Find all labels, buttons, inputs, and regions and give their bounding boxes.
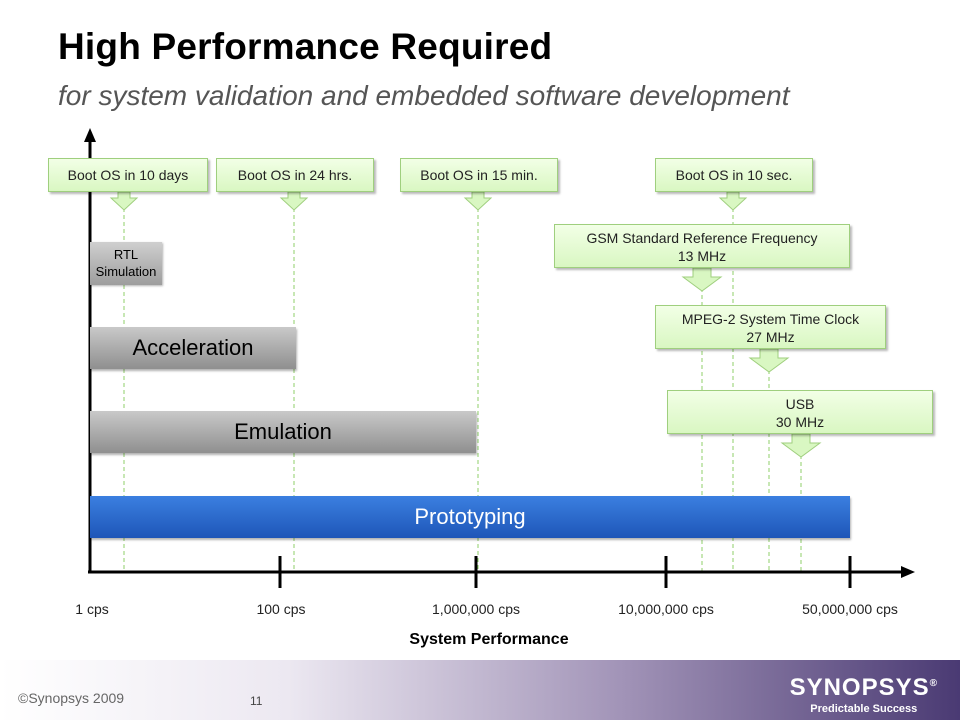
tick-label-50000000-cps: 50,000,000 cps	[802, 601, 898, 617]
freq-arrow-13-mhz	[681, 267, 723, 292]
emulation-bar: Emulation	[90, 411, 476, 453]
freq-arrow-30-mhz	[780, 433, 822, 458]
callout-boot-24-hrs: Boot OS in 24 hrs.	[216, 158, 374, 192]
copyright-text: ©Synopsys 2009	[18, 690, 125, 706]
callout-boot-10-sec: Boot OS in 10 sec.	[655, 158, 813, 192]
logo-wordmark: SYNOPSYS	[789, 674, 930, 701]
synopsys-logo: SYNOPSYS® Predictable Success	[789, 672, 938, 716]
freq-value: 13 MHz	[677, 248, 727, 264]
tick-label-10000000-cps: 10,000,000 cps	[618, 601, 714, 617]
slide-subtitle: for system validation and embedded softw…	[58, 80, 790, 111]
freq-usb-30-mhz: USB 30 MHz	[667, 390, 933, 434]
callout-boot-15-min: Boot OS in 15 min.	[400, 158, 558, 192]
rtl-simulation-bar: RTL Simulation	[90, 242, 162, 285]
logo-registered-mark: ®	[929, 678, 938, 689]
prototyping-label: Prototyping	[414, 504, 526, 529]
diagram-lines	[84, 128, 915, 588]
freq-value: 27 MHz	[746, 329, 795, 345]
x-axis-arrow	[901, 566, 915, 578]
acceleration-bar: Acceleration	[90, 327, 296, 369]
rtl-label-line2: Simulation	[95, 264, 157, 279]
tick-label-100-cps: 100 cps	[256, 601, 306, 617]
callout-label: Boot OS in 24 hrs.	[237, 167, 353, 183]
freq-gsm-13-mhz: GSM Standard Reference Frequency 13 MHz	[554, 224, 850, 268]
callout-label: Boot OS in 15 min.	[420, 167, 538, 183]
freq-name: MPEG-2 System Time Clock	[681, 311, 860, 327]
y-axis-arrow	[84, 128, 96, 142]
callout-boot-10-days: Boot OS in 10 days	[48, 158, 208, 192]
logo-tagline: Predictable Success	[810, 703, 918, 715]
x-axis-label: System Performance	[409, 631, 569, 648]
callout-arrow-24-hrs	[279, 191, 309, 211]
emulation-label: Emulation	[234, 419, 332, 444]
freq-mpeg2-27-mhz: MPEG-2 System Time Clock 27 MHz	[655, 305, 886, 349]
freq-arrow-27-mhz	[748, 348, 790, 373]
acceleration-label: Acceleration	[132, 335, 254, 360]
tick-label-1000000-cps: 1,000,000 cps	[432, 601, 520, 617]
freq-value: 30 MHz	[775, 414, 825, 430]
callout-label: Boot OS in 10 days	[67, 167, 189, 183]
page-number: 11	[250, 694, 263, 708]
callout-label: Boot OS in 10 sec.	[675, 167, 793, 183]
callout-arrow-10-sec	[718, 191, 748, 211]
freq-name: GSM Standard Reference Frequency	[586, 230, 818, 246]
tick-label-1-cps: 1 cps	[75, 601, 109, 617]
callout-arrow-15-min	[463, 191, 493, 211]
footer-band	[0, 660, 960, 720]
prototyping-bar: Prototyping	[90, 496, 850, 538]
rtl-label-line1: RTL	[113, 247, 139, 262]
callout-arrow-10-days	[109, 191, 139, 211]
slide-title: High Performance Required	[58, 26, 553, 67]
freq-name: USB	[785, 396, 815, 412]
